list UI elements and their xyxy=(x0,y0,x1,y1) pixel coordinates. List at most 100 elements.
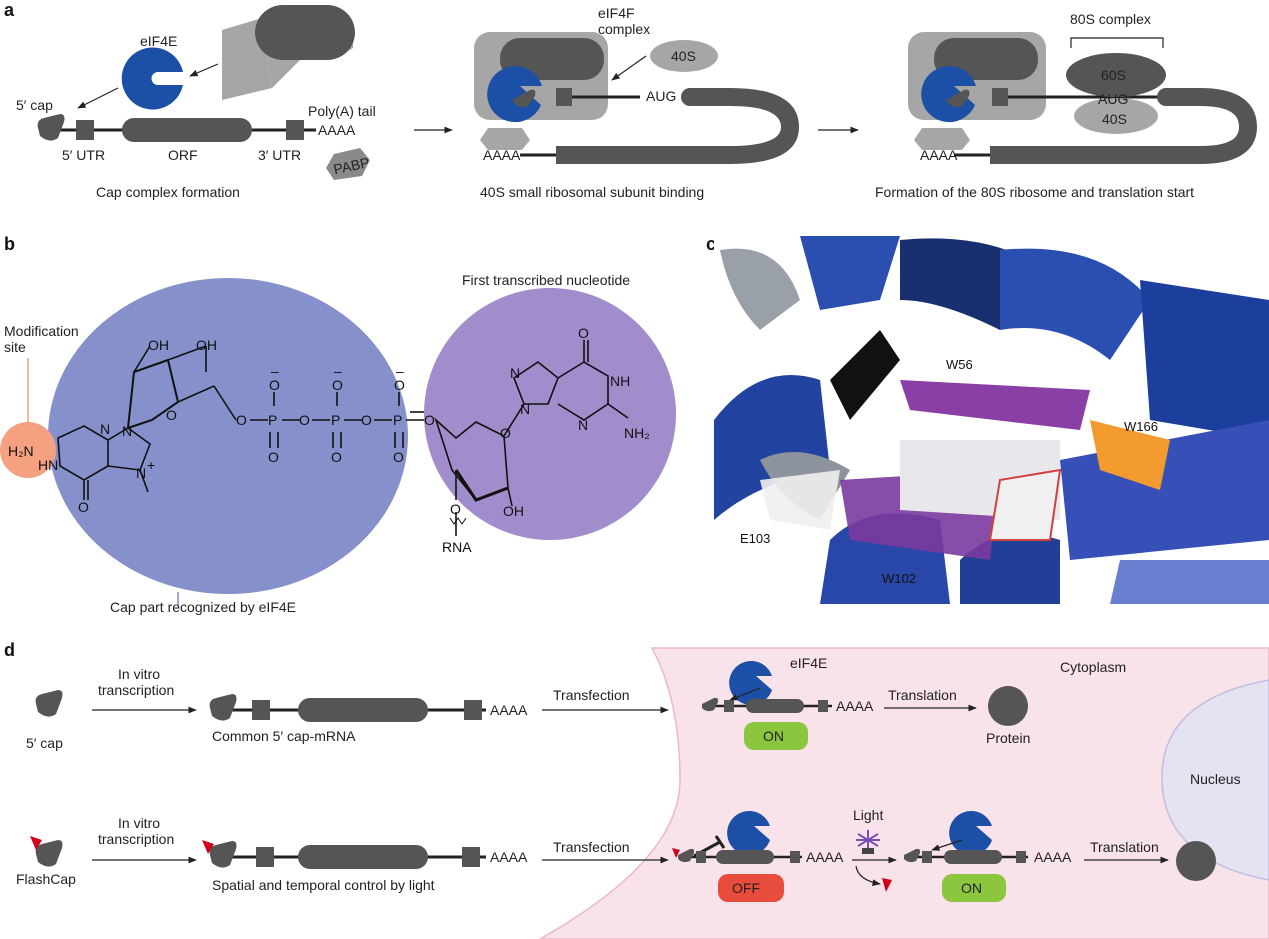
first-nucleotide-circle xyxy=(424,288,676,540)
pabp-hexagon xyxy=(326,148,370,180)
modification-label-2: site xyxy=(4,339,26,355)
panel-d: d Cytoplasm Nucleus 5′ cap In vitro tran… xyxy=(4,640,1269,939)
protein-circle-2 xyxy=(1176,841,1216,881)
eif4e-c-shape-2 xyxy=(487,66,542,123)
plus-charge: + xyxy=(147,457,155,473)
utr5-box-3 xyxy=(992,88,1008,106)
w166-label: W166 xyxy=(1124,419,1158,434)
eif4e-label-d: eIF4E xyxy=(790,655,827,671)
first-nucleotide-label: First transcribed nucleotide xyxy=(462,272,630,288)
o-link-4: O xyxy=(424,412,435,428)
cap-shape-3 xyxy=(946,89,970,108)
protein-label: Protein xyxy=(986,730,1030,746)
cap-label-d1: 5′ cap xyxy=(26,735,63,751)
common-mrna-label: Common 5′ cap-mRNA xyxy=(212,728,356,744)
oh-2: OH xyxy=(196,337,217,353)
cap-icon-d1 xyxy=(35,690,63,717)
ring-o: O xyxy=(166,407,177,423)
ribosome-80s-formation: 80S complex 60S AUG 40S AAAA Formation o… xyxy=(875,11,1258,200)
cap-part-ellipse xyxy=(48,278,408,594)
utr3-box xyxy=(286,120,304,140)
aaaa-label-2: AAAA xyxy=(483,147,521,163)
o-minus-1: O xyxy=(269,377,280,393)
o-link-3: O xyxy=(361,412,372,428)
eif4a-cylinder xyxy=(255,5,355,60)
o-carbonyl-2: O xyxy=(578,325,589,341)
orf-label: ORF xyxy=(168,147,198,163)
s60-label: 60S xyxy=(1101,67,1126,83)
flashcap-icon xyxy=(35,840,63,867)
o-carbonyl: O xyxy=(78,499,89,515)
hn-label: HN xyxy=(38,457,58,473)
p1: P xyxy=(268,412,277,428)
oh-1: OH xyxy=(148,337,169,353)
transfection-label-1: Transfection xyxy=(553,687,630,703)
aaaa-d2: AAAA xyxy=(836,698,874,714)
cap-shape-2 xyxy=(512,89,536,108)
cap-structure-text: OH OH O O P O P O P O O – O – O – O O O … xyxy=(8,325,650,555)
ivt-label-2b: transcription xyxy=(98,831,174,847)
aug-label: AUG xyxy=(646,88,676,104)
o-3prime: O xyxy=(450,501,461,517)
w56-label: W56 xyxy=(946,357,973,372)
eif4e-c-shape-3 xyxy=(921,66,976,123)
panel-label-a: a xyxy=(4,0,15,20)
pabp-hexagon-3 xyxy=(914,128,970,150)
ivt-label-2a: In vitro xyxy=(118,815,160,831)
utr5-box xyxy=(76,120,94,140)
pabp-hexagon-2 xyxy=(480,128,530,150)
panel-c: c W56 W166 E103 W102 xyxy=(706,234,1269,604)
eif4e-label: eIF4E xyxy=(140,33,177,49)
small-subunit-binding: eIF4F complex 40S AUG AAAA 40S small rib… xyxy=(474,5,800,200)
cap-label: 5′ cap xyxy=(16,97,53,113)
aaaa-label-3: AAAA xyxy=(920,147,958,163)
n-9: N xyxy=(122,423,132,439)
on-label-2: ON xyxy=(961,880,982,896)
flashcap-label: FlashCap xyxy=(16,871,76,887)
aaaa-d4: AAAA xyxy=(806,849,844,865)
ring-o-2: O xyxy=(500,425,511,441)
e103-label: E103 xyxy=(740,531,770,546)
s40-label: 40S xyxy=(671,48,696,64)
cap-recognized-label: Cap part recognized by eIF4E xyxy=(110,599,296,615)
eif4e-c-shape xyxy=(121,47,183,110)
off-label: OFF xyxy=(732,880,760,896)
minus-2: – xyxy=(334,363,342,379)
rna-label: RNA xyxy=(442,539,472,555)
nh-label: NH xyxy=(610,373,630,389)
o-minus-2: O xyxy=(332,377,343,393)
complex80-label: 80S complex xyxy=(1070,11,1151,27)
panel-a: a eIF4E 5′ cap Poly(A) tail AAAA 5′ UTR … xyxy=(4,0,1258,200)
flashcap-row: FlashCap In vitro transcription AAAA Spa… xyxy=(16,807,1216,902)
aaaa-d3: AAAA xyxy=(490,849,528,865)
step3-caption: Formation of the 80S ribosome and transl… xyxy=(875,184,1194,200)
s40-label-3: 40S xyxy=(1102,111,1127,127)
standard-cap-row: 5′ cap In vitro transcription AAAA Commo… xyxy=(26,655,1030,751)
h2n-label: H₂N xyxy=(8,443,34,459)
ivt-label-1a: In vitro xyxy=(118,666,160,682)
light-icon xyxy=(856,830,880,850)
mrna-loop xyxy=(559,88,800,164)
utr3-box-3 xyxy=(990,146,1006,164)
n-3b: N xyxy=(578,417,588,433)
aaaa-label: AAAA xyxy=(318,122,356,138)
ivt-label-1b: transcription xyxy=(98,682,174,698)
subunit-60s xyxy=(1066,53,1166,97)
modification-site-circle xyxy=(0,422,56,478)
cap-structure xyxy=(57,340,629,536)
o-double-3: O xyxy=(393,449,404,465)
panel-b: b First transcribed nucleotide Modificat… xyxy=(0,234,676,615)
protein-circle xyxy=(988,686,1028,726)
nucleus-label: Nucleus xyxy=(1190,771,1241,787)
o-double-2: O xyxy=(331,449,342,465)
spatial-label: Spatial and temporal control by light xyxy=(212,877,435,893)
minus-1: – xyxy=(271,363,279,379)
aaaa-d1: AAAA xyxy=(490,702,528,718)
cytoplasm-label: Cytoplasm xyxy=(1060,659,1126,675)
on-badge-2 xyxy=(942,874,1006,902)
n-7: N xyxy=(136,465,146,481)
p2: P xyxy=(331,412,340,428)
subunit-40s xyxy=(650,40,718,72)
subunit-40s-b xyxy=(1074,98,1158,134)
minus-3: – xyxy=(396,363,404,379)
